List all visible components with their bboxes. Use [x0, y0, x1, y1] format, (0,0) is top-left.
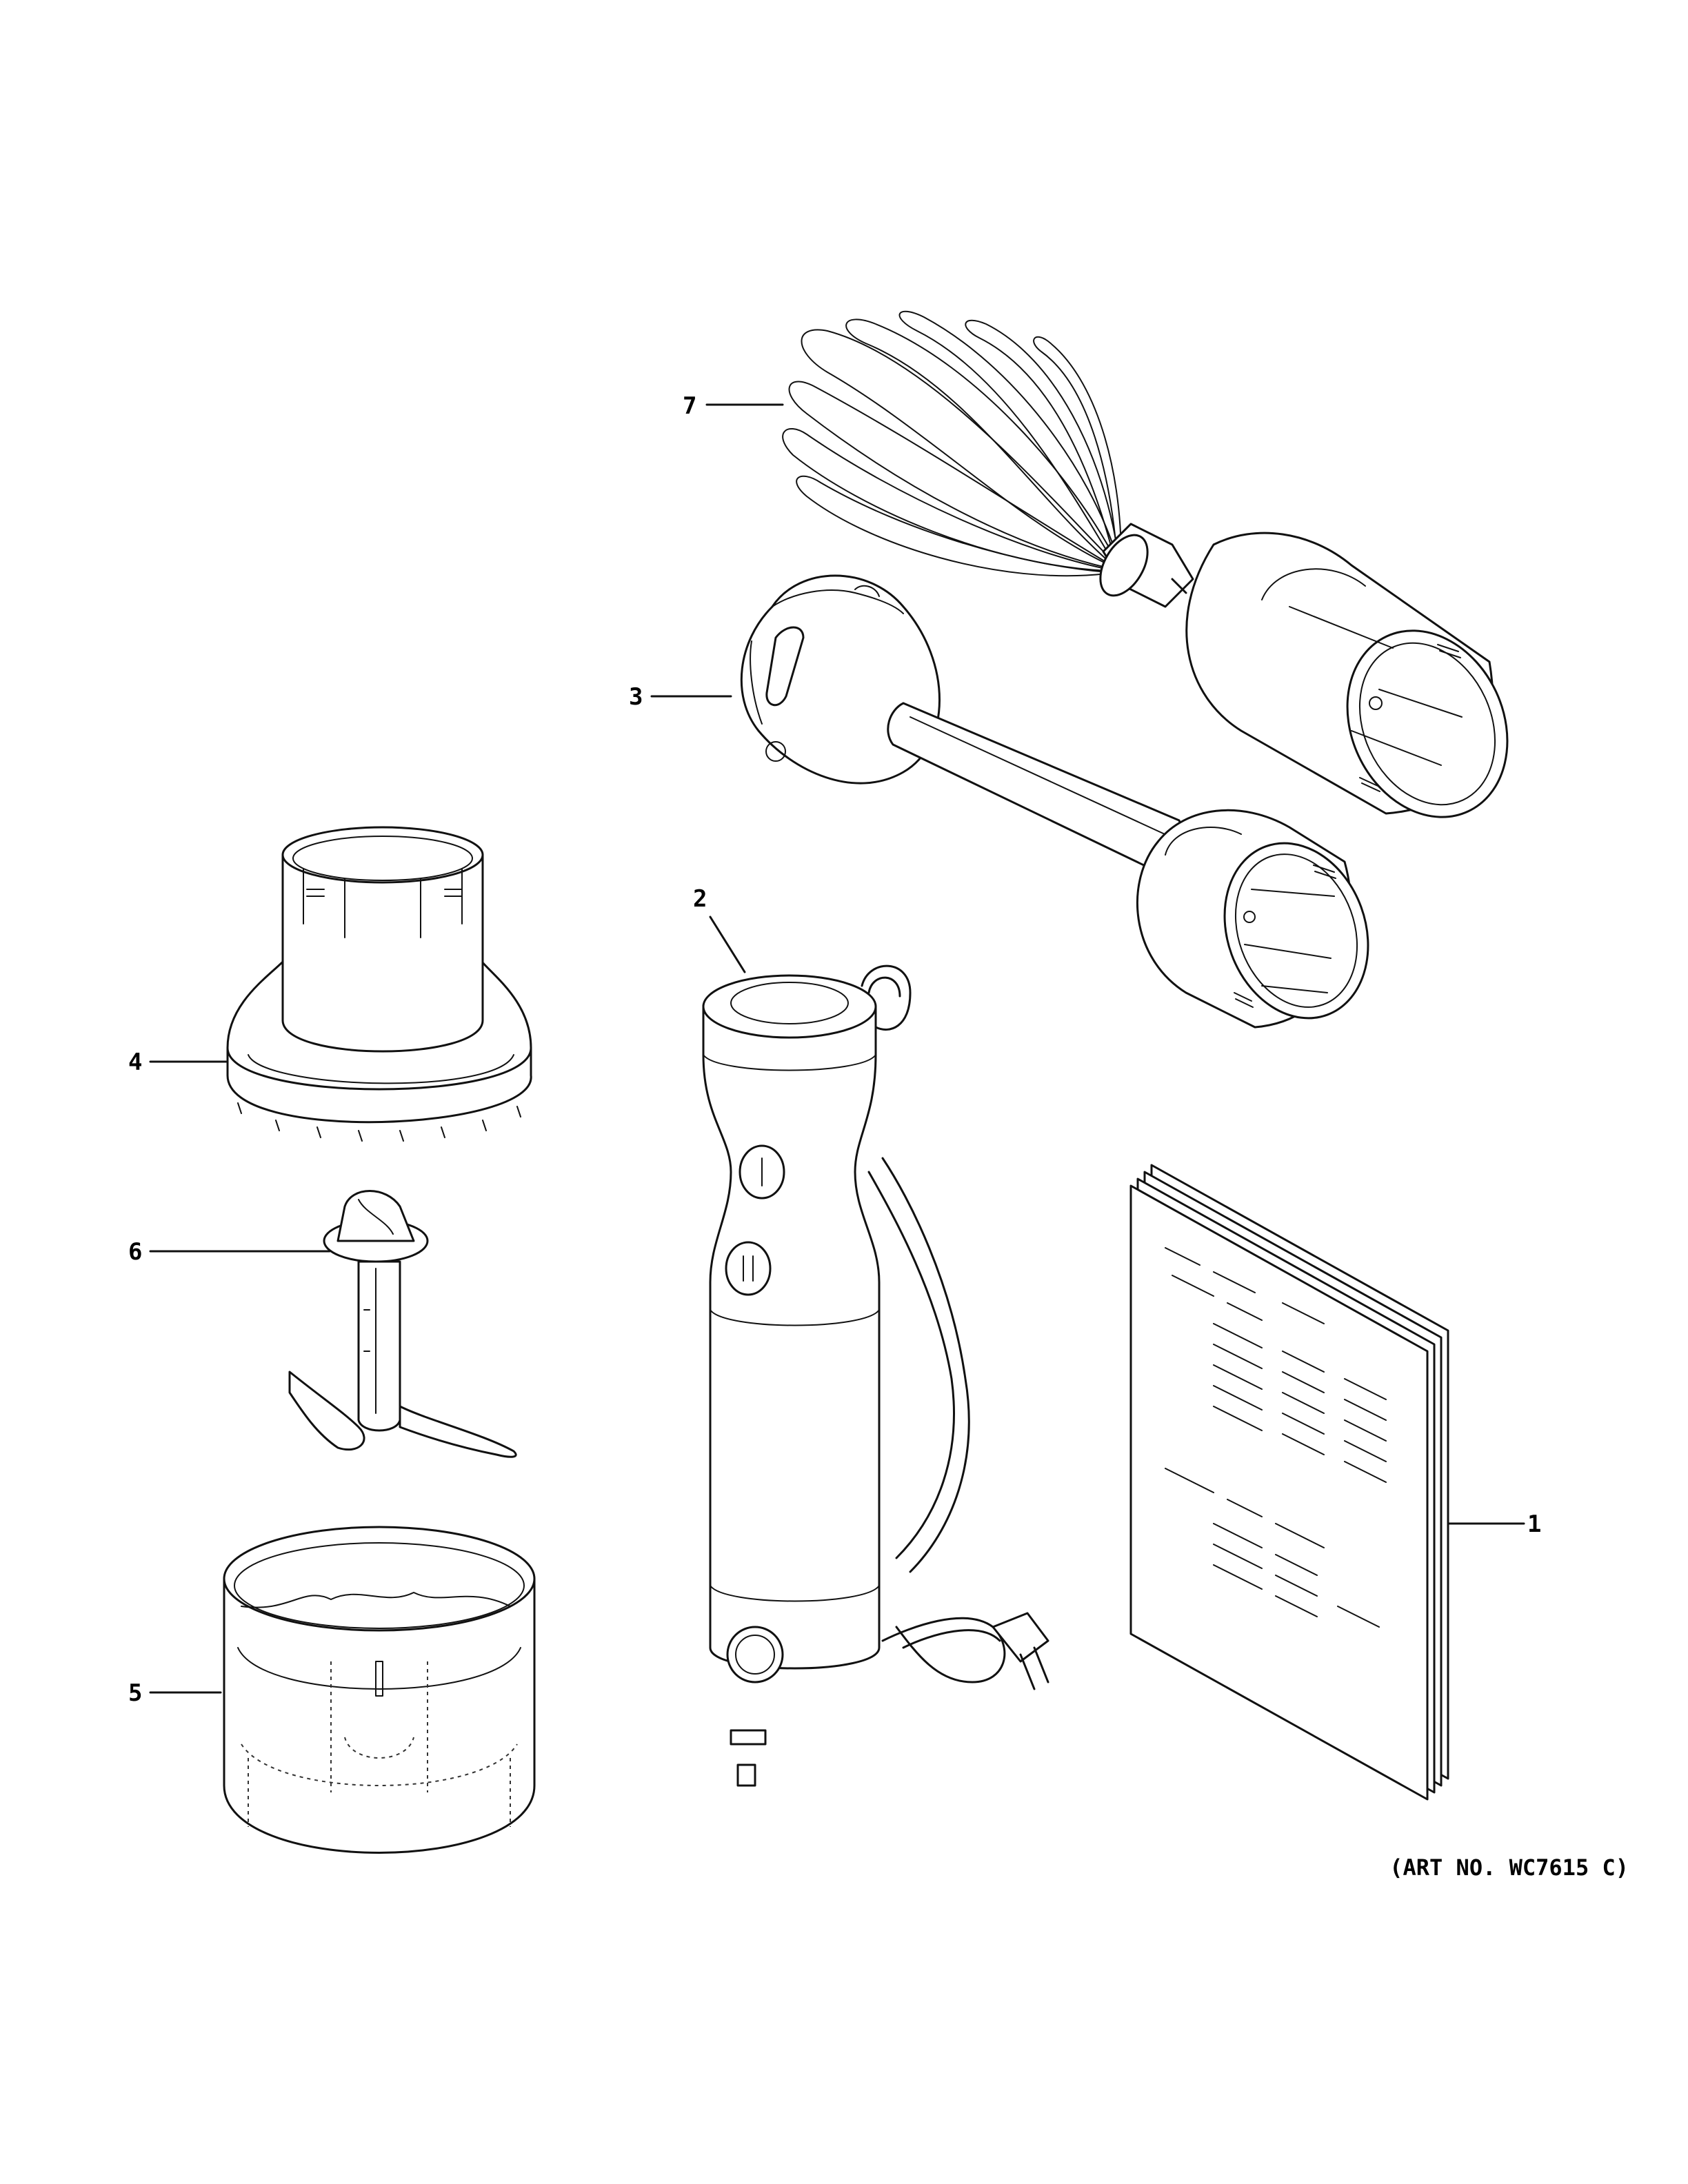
part-blending-shaft: [740, 574, 1369, 1029]
callout-leaders: [149, 403, 1525, 1694]
callout-7: 7: [683, 392, 696, 420]
part-owners-manual: [1129, 1164, 1449, 1801]
callout-6: 6: [128, 1238, 142, 1266]
part-motor-handle: [702, 964, 1049, 1787]
callout-2: 2: [693, 885, 707, 913]
callout-labels: 7 3 2 4 6 5 1 (ART NO. WC7615 C): [128, 392, 1629, 1881]
leader-2: [709, 916, 746, 973]
callout-3: 3: [629, 683, 643, 711]
callout-4: 4: [128, 1049, 142, 1076]
part-chopper-blade: [288, 1190, 517, 1458]
art-number: (ART NO. WC7615 C): [1389, 1854, 1629, 1881]
part-whisk: [782, 310, 1509, 818]
callout-1: 1: [1527, 1510, 1541, 1538]
part-chopper-lid: [226, 826, 532, 1142]
callout-5: 5: [128, 1679, 142, 1707]
part-chopper-bowl: [223, 1526, 536, 1854]
